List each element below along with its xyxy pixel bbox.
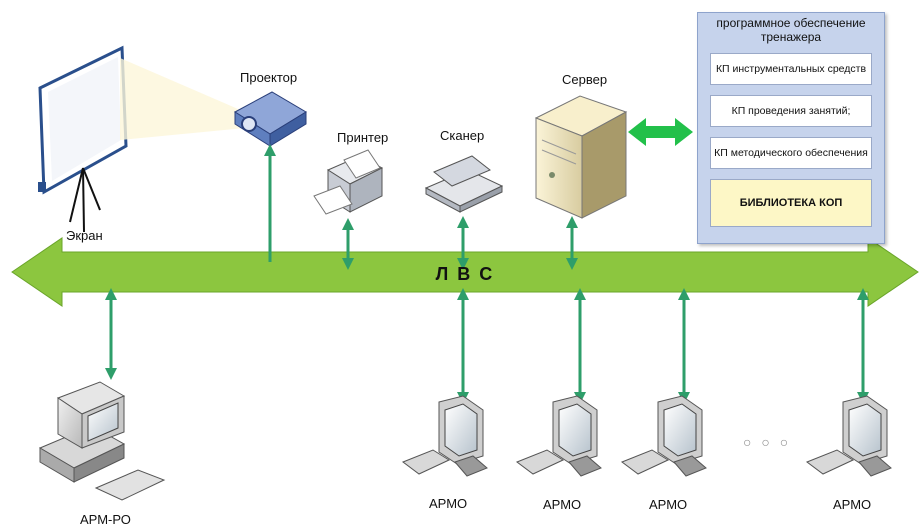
scanner-label: Сканер — [440, 128, 485, 143]
server-label: Сервер — [562, 72, 608, 87]
software-item-methodology: КП методического обеспечения — [710, 137, 872, 169]
software-library: БИБЛИОТЕКА КОП — [710, 179, 872, 227]
scanner-icon — [424, 155, 504, 213]
armo-label-4: АРМО — [833, 497, 872, 512]
screen-label: Экран — [66, 228, 103, 243]
more-workstations-ellipsis: ○ ○ ○ — [743, 434, 792, 450]
armo-label-1: АРМО — [429, 496, 468, 511]
workstation-1-icon — [401, 395, 488, 477]
admin-computer-icon — [38, 381, 166, 501]
projection-screen-icon — [38, 45, 245, 233]
software-item-training: КП проведения занятий; — [710, 95, 872, 127]
software-panel: программное обеспечение тренажера КП инс… — [697, 12, 885, 244]
server-icon — [534, 95, 628, 219]
server-software-link — [628, 118, 693, 146]
workstation-2-icon — [515, 395, 602, 477]
projector-label: Проектор — [240, 70, 298, 85]
printer-icon — [313, 149, 384, 215]
printer-label: Принтер — [337, 130, 389, 145]
lan-label: Л В С — [435, 264, 495, 284]
arm-ro-label: АРМ-РО — [80, 512, 131, 527]
software-item-tools: КП инструментальных средств — [710, 53, 872, 85]
software-panel-title: программное обеспечение тренажера — [716, 16, 866, 44]
workstation-3-icon — [620, 395, 707, 477]
lan-bus — [11, 237, 919, 307]
workstation-4-icon — [805, 395, 892, 477]
armo-label-3: АРМО — [649, 497, 688, 512]
armo-label-2: АРМО — [543, 497, 582, 512]
projector-icon — [234, 91, 307, 147]
